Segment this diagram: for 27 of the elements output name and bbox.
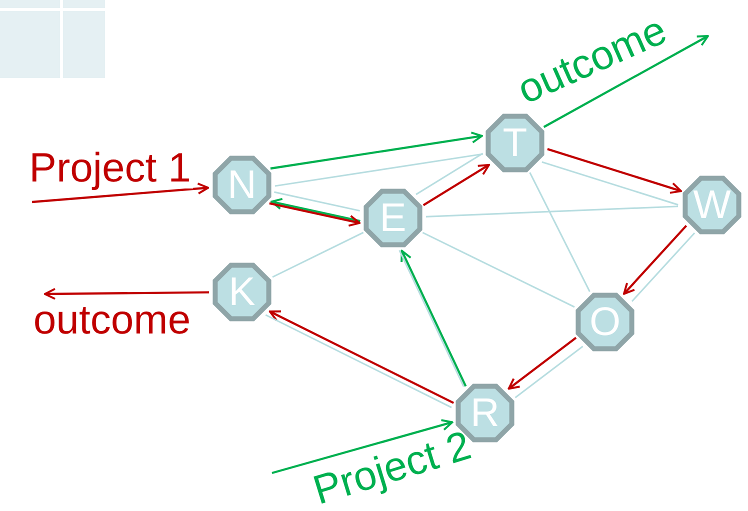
arrow (543, 35, 709, 128)
connector-line (422, 232, 575, 308)
connector-line (274, 153, 483, 187)
arrow (272, 419, 454, 474)
arrow (508, 336, 577, 390)
arrow (269, 202, 360, 227)
arrow (44, 288, 210, 300)
arrow (547, 148, 682, 194)
node-letter: N (228, 165, 256, 205)
node-letter: E (380, 198, 406, 238)
node-letter: W (693, 185, 731, 225)
node-letter: T (502, 123, 528, 163)
connector-line (514, 346, 584, 398)
connector-line (272, 232, 364, 278)
arrow (422, 164, 490, 206)
connector-line (542, 161, 678, 206)
connector-line (529, 172, 590, 292)
connector-line (274, 191, 360, 212)
arrow (32, 182, 210, 204)
arrow (270, 132, 483, 170)
connector-line (416, 152, 484, 196)
connector-line (426, 206, 678, 218)
arrow (270, 198, 360, 222)
node-letter: K (228, 272, 256, 312)
arrow (623, 224, 688, 295)
connector-line (631, 232, 696, 302)
node-letter: O (589, 302, 621, 342)
